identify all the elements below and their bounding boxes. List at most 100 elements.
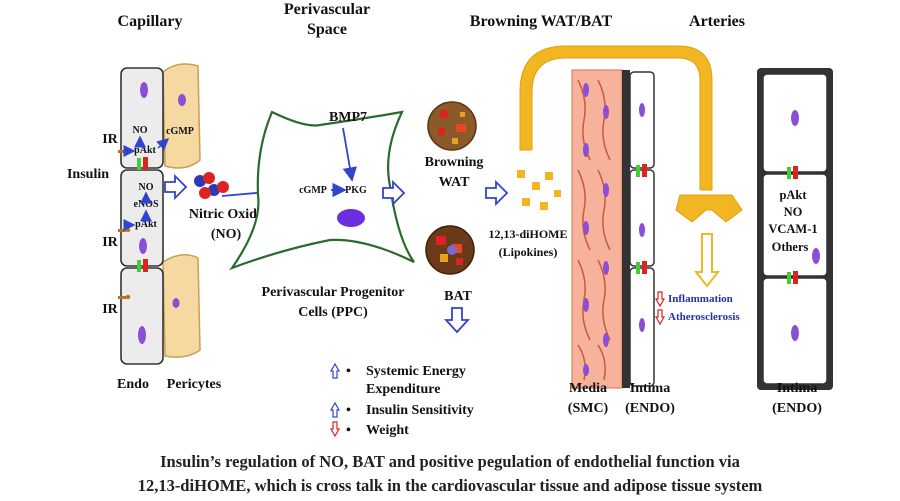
- ir-label-3: IR: [102, 302, 118, 317]
- hollow-yellow-down-arrow: [693, 233, 721, 288]
- arrow-bmp7-to-pkg: [342, 127, 357, 182]
- intima-nucleus-1: [639, 103, 645, 117]
- right-nucleus-1: [791, 110, 799, 126]
- smc-label: (SMC): [568, 401, 609, 416]
- endo-nucleus-1: [140, 82, 148, 98]
- receptor-red-1: [143, 157, 148, 170]
- cgmp-capillary-label: cGMP: [166, 126, 194, 137]
- hollow-arrow-to-lipokines: [485, 179, 509, 207]
- insulin-label: Insulin: [67, 167, 109, 182]
- smc-nuclei: [583, 83, 609, 376]
- nitric-oxide-label: Nitric Oxide: [189, 207, 263, 222]
- bat-cell-icon: [425, 225, 475, 275]
- energy-label-2: Expenditure: [366, 382, 440, 397]
- insulin-sensitivity-label: Insulin Sensitivity: [366, 403, 474, 418]
- elastic-lamina: [622, 70, 630, 388]
- bullet-weight: •: [346, 423, 351, 438]
- browning-wat-cell-icon: [427, 101, 477, 151]
- endo-nucleus-3: [138, 326, 146, 344]
- hollow-arrow-bat-down: [443, 307, 471, 334]
- intima-label: Intima: [630, 381, 670, 396]
- atherosclerosis-label: Atherosclerosis: [668, 311, 740, 323]
- pericyte-nucleus-top: [178, 94, 186, 106]
- right-receptor-red-2: [793, 271, 798, 284]
- caption-line-1: Insulin’s regulation of NO, BAT and posi…: [160, 452, 740, 471]
- down-arrow-icon-inflammation: [654, 291, 666, 308]
- pakt-mid-label: pAkt: [135, 219, 157, 230]
- receptor-red-2: [143, 259, 148, 272]
- endo-nucleus-2: [139, 238, 147, 254]
- bullet-energy: •: [346, 364, 351, 379]
- pakt-top-label: pAkt: [134, 145, 156, 156]
- down-arrow-icon-atherosclerosis: [654, 309, 666, 326]
- lipokine-label-2: (Lipokines): [499, 245, 558, 259]
- ir-label-2: IR: [102, 235, 118, 250]
- gold-split-arrowhead: [675, 194, 743, 223]
- receptor-green-1: [137, 158, 141, 170]
- no-mid-label: NO: [139, 182, 154, 193]
- arrow-pakt-cgmp: [156, 137, 170, 151]
- right-receptor-green-2: [787, 272, 791, 284]
- no-top-label: NO: [133, 125, 148, 136]
- marker-no: NO: [784, 205, 803, 219]
- bullet-insulin: •: [346, 403, 351, 418]
- right-receptor-green-1: [787, 167, 791, 179]
- bmp7-label: BMP7: [329, 110, 367, 125]
- heading-space: Space: [307, 21, 347, 38]
- pericyte-top: [162, 63, 201, 169]
- artery-wall: [571, 69, 655, 389]
- heading-browning: Browning WAT/BAT: [470, 13, 613, 30]
- right-intima-label: Intima: [777, 381, 817, 396]
- ppc-caption-1: Perivascular Progenitor: [262, 285, 405, 300]
- ir-label-1: IR: [102, 132, 118, 147]
- right-nucleus-2: [812, 248, 820, 264]
- pericytes-label: Pericytes: [167, 377, 222, 392]
- browning-label-2: WAT: [439, 175, 471, 190]
- ir-glyph-3: [118, 294, 131, 300]
- pericyte-nucleus-bottom: [172, 298, 180, 308]
- marker-pakt: pAkt: [779, 188, 807, 202]
- marker-vcam1: VCAM-1: [768, 222, 817, 236]
- caption-line-2: 12,13-diHOME, which is cross talk in the…: [137, 476, 763, 495]
- energy-label-1: Systemic Energy: [366, 364, 466, 379]
- ppc-cgmp-label: cGMP: [299, 185, 327, 196]
- weight-label: Weight: [366, 423, 409, 438]
- right-endo-label: (ENDO): [772, 401, 822, 416]
- smc-layer: [571, 69, 623, 389]
- ppc-caption-2: Cells (PPC): [298, 305, 368, 320]
- heading-capillary: Capillary: [118, 13, 183, 30]
- receptor-green-2: [137, 260, 141, 272]
- intima-nucleus-3: [639, 318, 645, 332]
- down-arrow-icon-weight: [329, 421, 341, 438]
- intima-cell-2: [629, 169, 655, 267]
- ppc-pkg-label: PKG: [345, 185, 367, 196]
- hollow-arrow-capillary-to-no: [164, 173, 188, 201]
- hollow-arrow-ppc-to-adipose: [382, 179, 406, 207]
- endo-label: Endo: [117, 377, 149, 392]
- media-label: Media: [569, 381, 607, 396]
- endo-intima-label: (ENDO): [625, 401, 675, 416]
- right-nucleus-3: [791, 325, 799, 341]
- capillary-section: NO pAkt cGMP NO eNOS pAkt IR Insulin IR …: [67, 63, 222, 392]
- intima-nucleus-2: [639, 223, 645, 237]
- nitric-oxide-abbrev: (NO): [211, 227, 242, 242]
- artery-receptor-green-1: [636, 165, 640, 177]
- right-intima: pAkt NO VCAM-1 Others: [757, 68, 833, 390]
- endothelial-cell-1: [120, 67, 164, 169]
- artery-receptor-red-1: [642, 164, 647, 177]
- artery-receptor-red-2: [642, 261, 647, 274]
- pericyte-bottom: [162, 254, 201, 358]
- heading-perivascular: Perivascular: [284, 1, 370, 18]
- effects-list: • Systemic Energy Expenditure • Insulin …: [329, 362, 474, 438]
- lipokine-label-1: 12,13-diHOME: [488, 227, 567, 241]
- intima-cell-1: [629, 71, 655, 169]
- enos-label: eNOS: [134, 199, 159, 210]
- gold-curved-arrow: [519, 45, 713, 191]
- ppc-cell-outline: [229, 110, 415, 271]
- browning-label-1: Browning: [425, 155, 484, 170]
- marker-others: Others: [772, 240, 809, 254]
- lipokine-particles: [517, 170, 561, 210]
- ppc-nucleus: [337, 209, 365, 227]
- artery-receptor-green-2: [636, 262, 640, 274]
- heading-arteries: Arteries: [689, 13, 745, 30]
